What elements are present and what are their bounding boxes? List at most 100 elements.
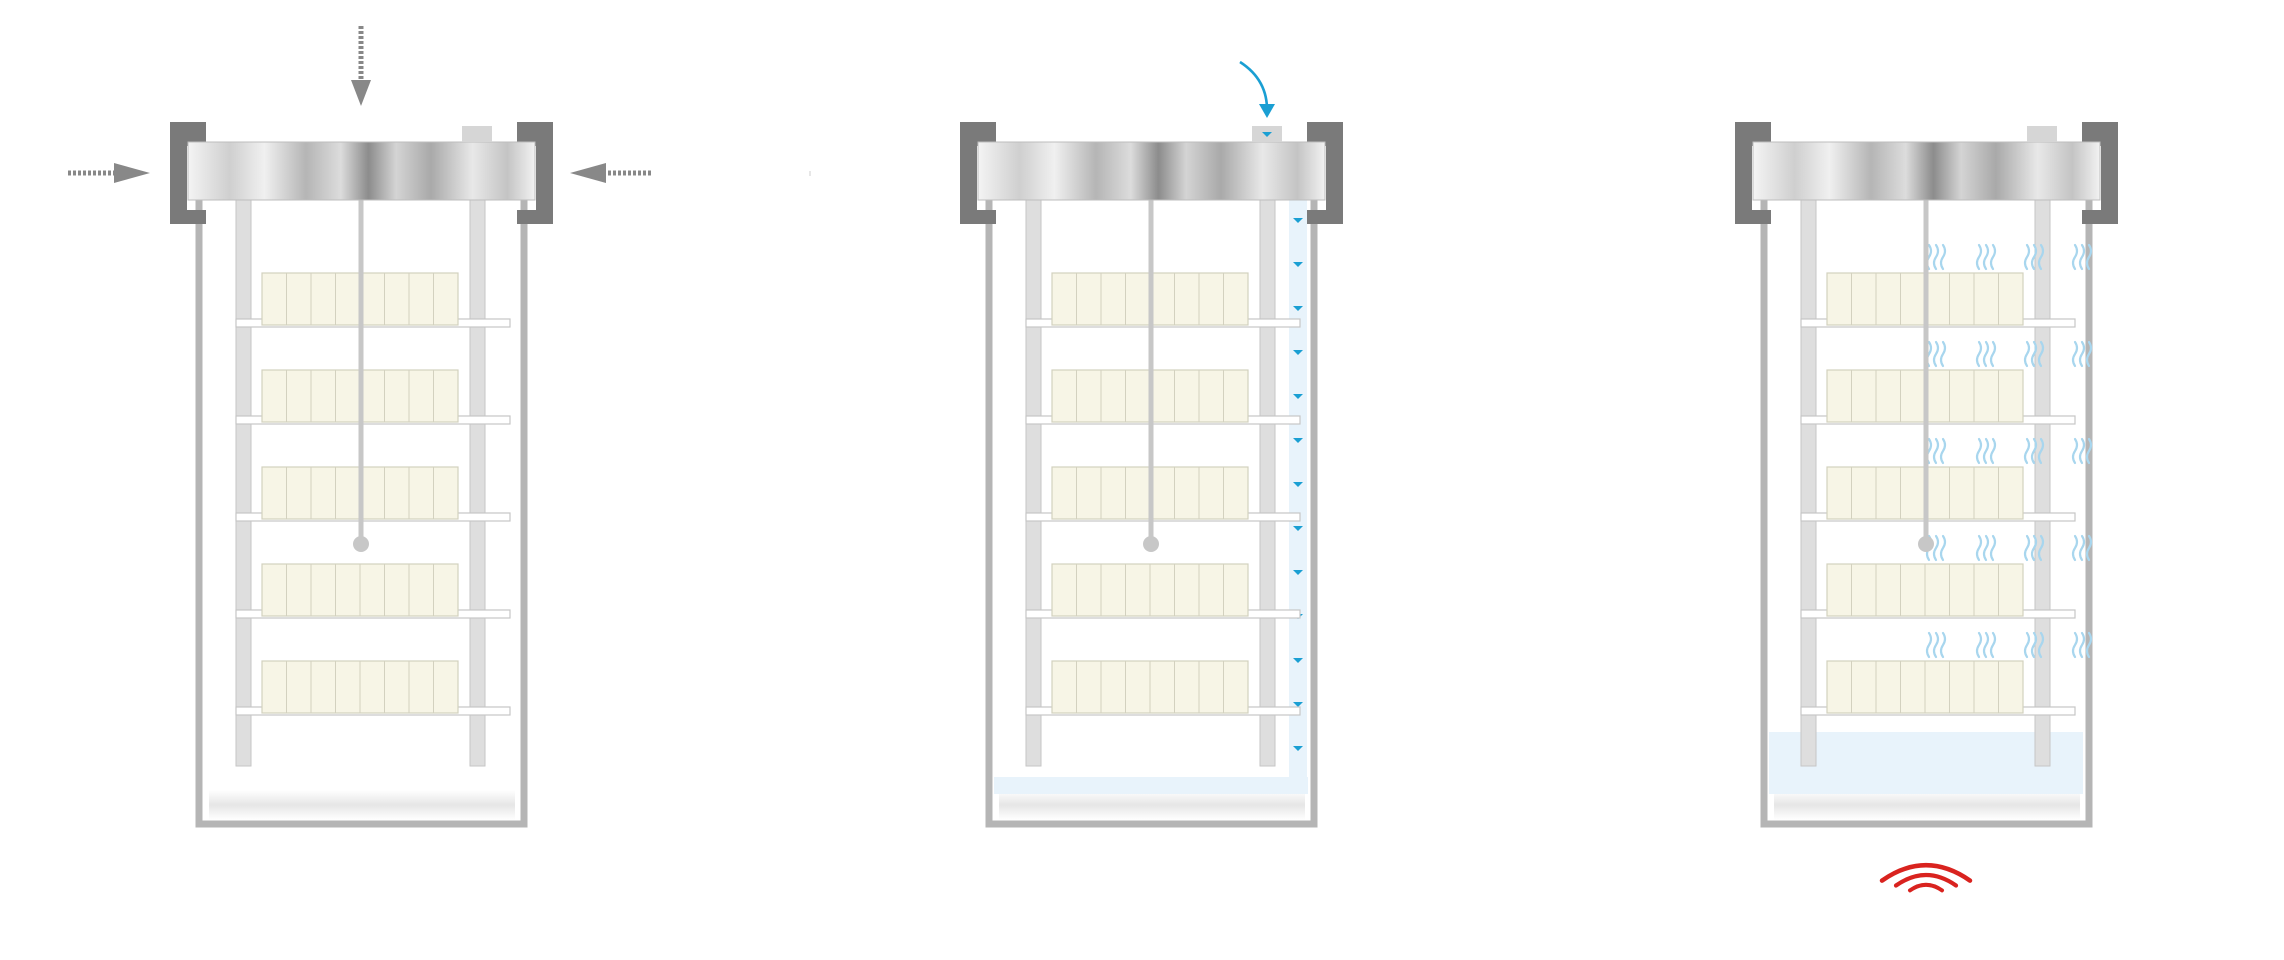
steam-wisp — [2071, 437, 2079, 465]
steam-wisp — [2030, 340, 2038, 368]
lid-bracket-right — [1307, 122, 1343, 224]
steam-icon — [2071, 534, 2093, 562]
steam-wisp — [1989, 340, 1997, 368]
steam-wisp — [2085, 243, 2093, 271]
steam-wisp — [1982, 243, 1990, 271]
steam-wisp — [2023, 534, 2031, 562]
flow-drop-icon — [1293, 702, 1303, 707]
steam-wisp — [1975, 340, 1983, 368]
steam-wisp — [2085, 340, 2093, 368]
steam-wisp — [2085, 437, 2093, 465]
steam-wisp — [1982, 631, 1990, 659]
steam-wisp — [1989, 631, 1997, 659]
steam-wisp — [2023, 243, 2031, 271]
steam-wisp — [1939, 631, 1947, 659]
steam-wisp — [1975, 631, 1983, 659]
rail-right — [469, 197, 486, 767]
steam-wisp — [1975, 534, 1983, 562]
steam-icon — [2071, 437, 2093, 465]
lid-bracket-right — [2082, 122, 2118, 224]
rod-end — [353, 536, 369, 552]
steam-wisp — [1932, 631, 1940, 659]
steam-wisp — [2071, 243, 2079, 271]
steam-wisp — [1932, 340, 1940, 368]
lid-port — [2027, 126, 2057, 142]
rod-end — [1918, 536, 1934, 552]
press-arrow-icon — [570, 163, 606, 183]
steam-wisp — [2085, 631, 2093, 659]
steam-wisp — [2078, 340, 2086, 368]
steam-wisp — [2078, 631, 2086, 659]
press-arrow-icon — [351, 80, 371, 106]
inlet-arrow-icon — [1259, 104, 1275, 118]
lid-bracket-left — [960, 122, 996, 224]
steam-wisp — [2037, 243, 2045, 271]
panel-filling — [960, 60, 1343, 828]
rod-end — [1143, 536, 1159, 552]
lid-disc — [977, 141, 1326, 201]
steam-wisp — [1939, 534, 1947, 562]
steam-wisp — [1975, 243, 1983, 271]
steam-icon — [1975, 437, 1997, 465]
vessel-bottom — [999, 790, 1305, 820]
steam-wisp — [2078, 534, 2086, 562]
flow-drop-icon — [1293, 482, 1303, 487]
lid-bracket-left — [170, 122, 206, 224]
steam-icon — [2071, 340, 2093, 368]
steam-wisp — [1932, 534, 1940, 562]
steam-wisp — [2030, 243, 2038, 271]
steam-wisp — [2085, 534, 2093, 562]
steam-icon — [2023, 631, 2045, 659]
flow-channel — [1289, 200, 1307, 790]
steam-wisp — [2023, 340, 2031, 368]
rail-right — [1259, 197, 1276, 767]
steam-icon — [1925, 631, 1947, 659]
steam-wisp — [2037, 437, 2045, 465]
flow-drop-icon — [1293, 526, 1303, 531]
rail-left — [1800, 197, 1817, 767]
flow-drop-icon — [1293, 746, 1303, 751]
heat-wave-arc — [1893, 873, 1959, 888]
steam-icon — [1975, 243, 1997, 271]
water-pool — [1769, 732, 2083, 794]
steam-icon — [2071, 631, 2093, 659]
flow-drop-icon — [1293, 350, 1303, 355]
steam-wisp — [1989, 437, 1997, 465]
press-arrow-icon — [114, 163, 150, 183]
steam-wisp — [2030, 437, 2038, 465]
flow-drop-icon — [1293, 262, 1303, 267]
heat-wave-icon — [1879, 863, 1973, 893]
flow-drop-icon — [1293, 394, 1303, 399]
steam-wisp — [2030, 631, 2038, 659]
heat-wave-arc — [1908, 882, 1944, 893]
panel-sealing — [68, 26, 651, 828]
rail-right — [2034, 197, 2051, 767]
flow-drop-icon — [1293, 438, 1303, 443]
steam-wisp — [2037, 534, 2045, 562]
steam-wisp — [2071, 534, 2079, 562]
lid-port — [462, 126, 492, 142]
steam-wisp — [1939, 437, 1947, 465]
steam-icon — [1975, 534, 1997, 562]
steam-wisp — [1939, 340, 1947, 368]
steam-wisp — [2071, 631, 2079, 659]
steam-wisp — [2023, 631, 2031, 659]
steam-wisp — [1982, 534, 1990, 562]
steam-icon — [2023, 340, 2045, 368]
panel-heating — [1735, 122, 2118, 893]
steam-wisp — [1982, 437, 1990, 465]
steam-wisp — [1975, 437, 1983, 465]
steam-wisp — [1932, 243, 1940, 271]
steam-wisp — [2078, 243, 2086, 271]
vessel-bottom — [1774, 790, 2080, 820]
steam-icon — [1975, 631, 1997, 659]
steam-wisp — [1925, 631, 1933, 659]
steam-wisp — [2037, 340, 2045, 368]
steam-wisp — [1989, 243, 1997, 271]
steam-icon — [2023, 437, 2045, 465]
lid-bracket-left — [1735, 122, 1771, 224]
steam-icon — [2071, 243, 2093, 271]
steam-wisp — [1932, 437, 1940, 465]
flow-drop-icon — [1262, 132, 1272, 137]
